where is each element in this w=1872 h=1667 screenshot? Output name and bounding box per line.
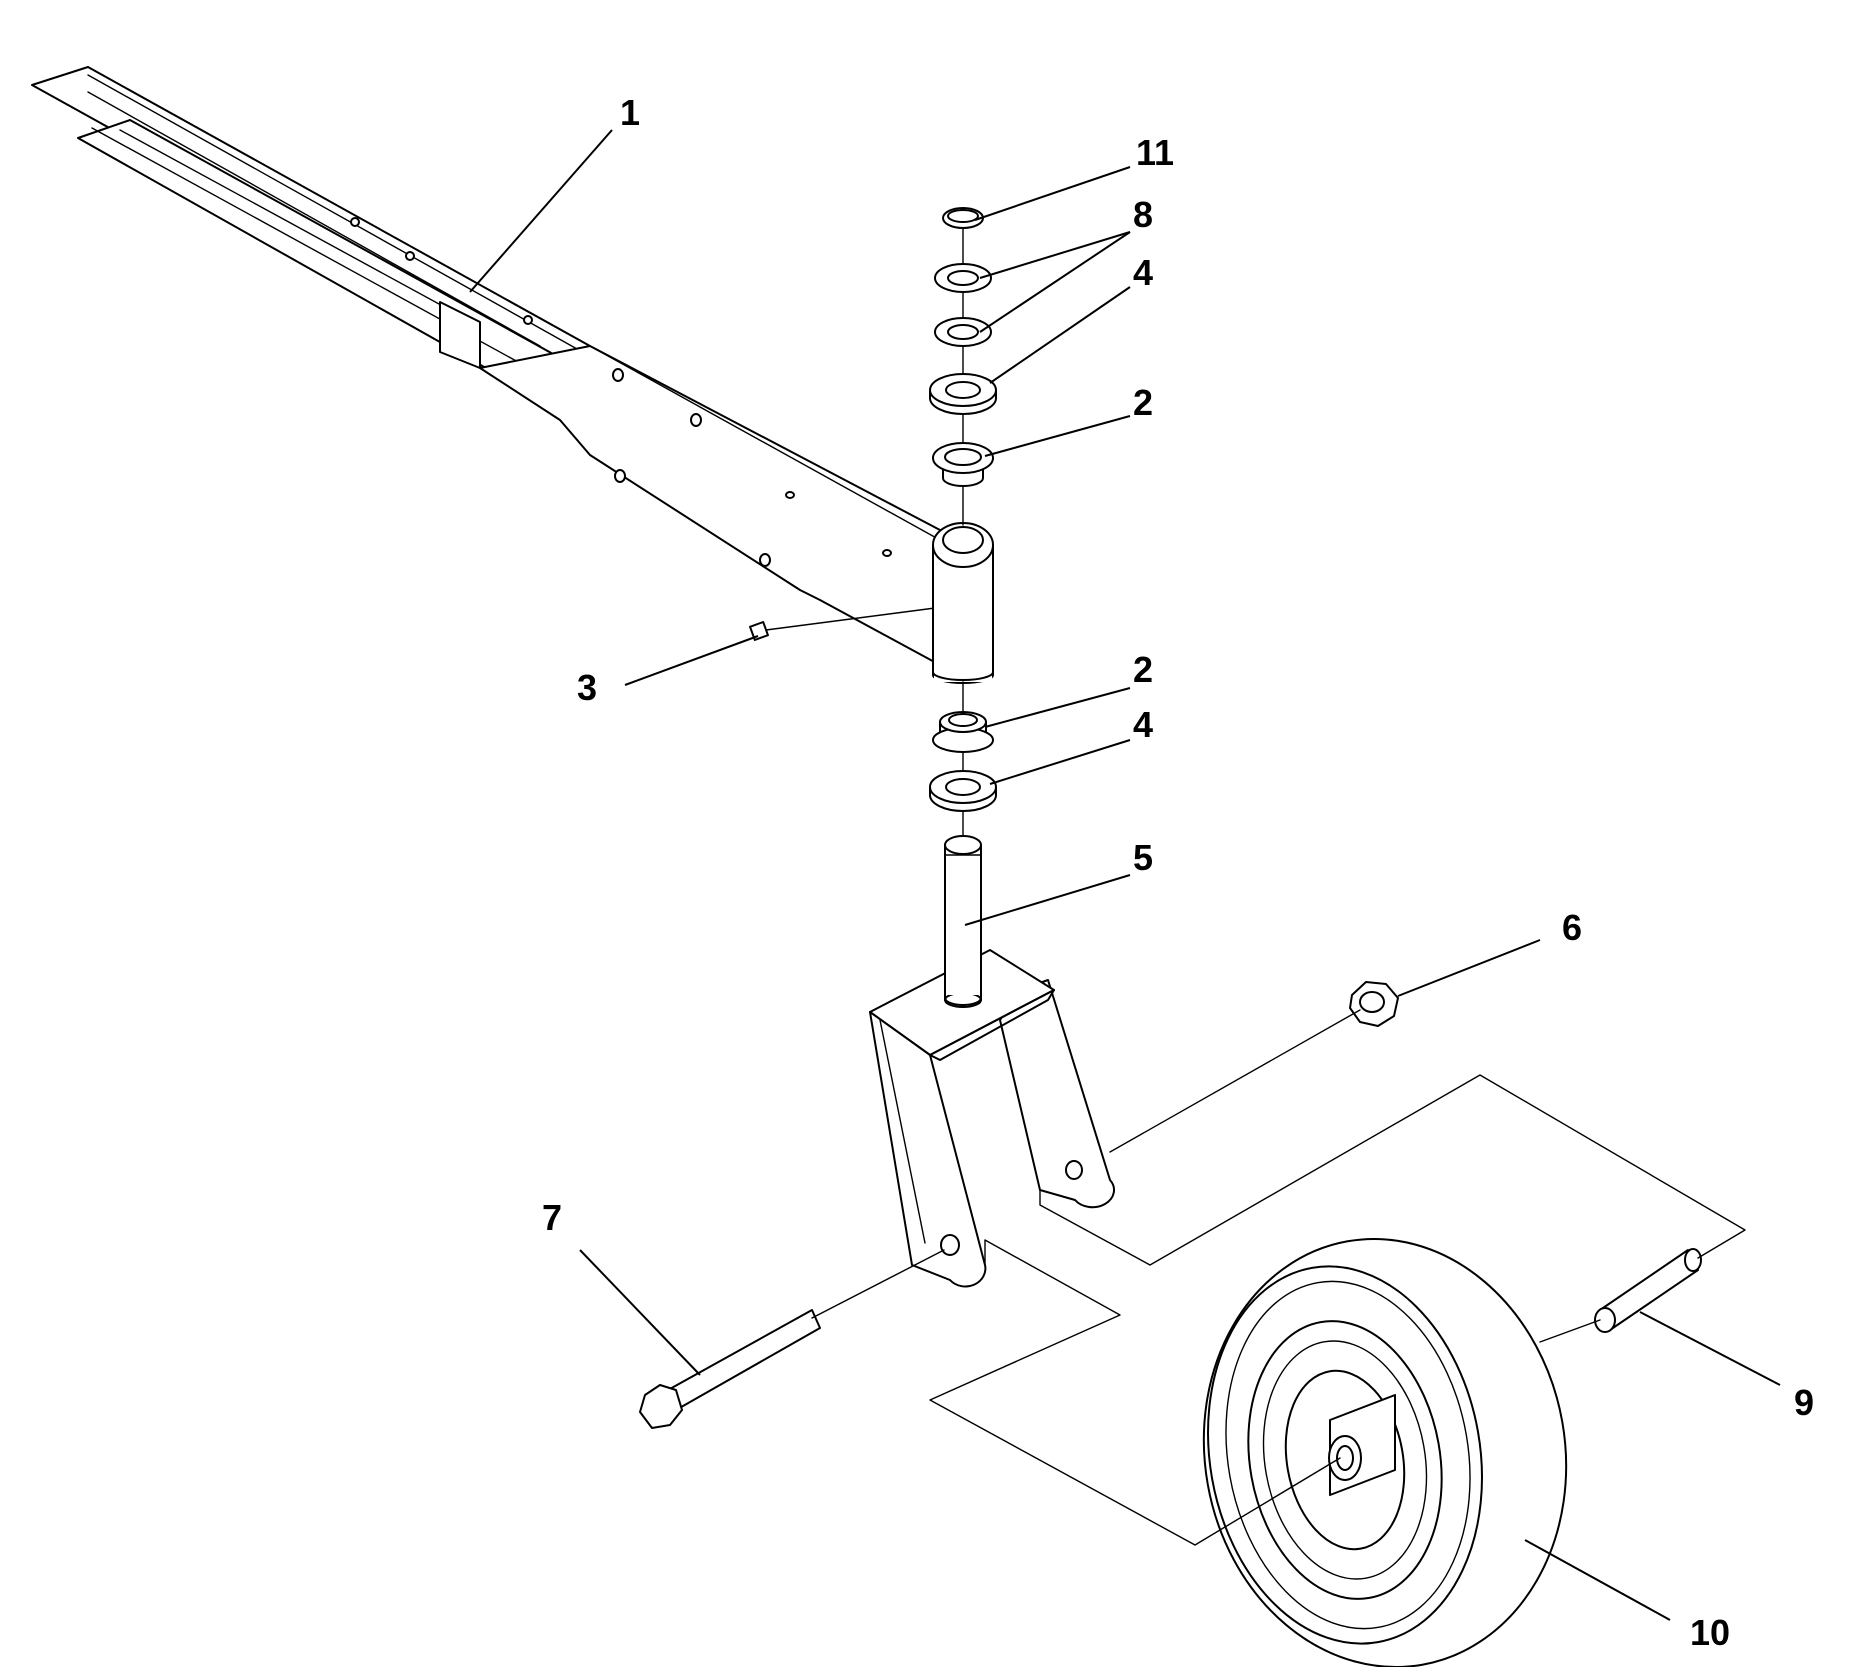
spindle-housing-tube xyxy=(932,522,994,684)
part-4-spacer-lower xyxy=(929,770,997,812)
callout-1: 1 xyxy=(620,92,640,133)
callout-labels: 1 11 8 4 2 3 2 4 5 6 7 9 10 xyxy=(542,92,1814,1653)
part-9-axle-tube xyxy=(1594,1248,1702,1333)
callout-4-upper: 4 xyxy=(1133,252,1153,293)
part-4-spacer-upper xyxy=(929,373,997,415)
callout-11: 11 xyxy=(1136,132,1174,173)
part-3-grease-fitting xyxy=(749,607,936,641)
callout-7: 7 xyxy=(542,1197,562,1238)
part-11-retaining-ring xyxy=(942,207,984,229)
part-10-wheel xyxy=(1202,1237,1568,1667)
part-8-washer-upper xyxy=(934,263,992,293)
callout-8: 8 xyxy=(1133,194,1153,235)
leader-lines xyxy=(469,129,1781,1621)
callout-2-lower: 2 xyxy=(1133,649,1153,690)
part-2-bushing-upper xyxy=(932,442,994,487)
callout-4-lower: 4 xyxy=(1133,704,1153,745)
callout-6: 6 xyxy=(1562,907,1582,948)
callout-5: 5 xyxy=(1133,837,1153,878)
assembly-reference-lines xyxy=(929,1074,1746,1546)
part-1-caster-arm xyxy=(31,66,941,666)
part-8-washer-lower xyxy=(934,317,992,347)
part-2-bushing-lower xyxy=(932,711,994,753)
callout-10: 10 xyxy=(1690,1612,1730,1653)
part-6-lock-nut xyxy=(1109,981,1399,1153)
part-7-bolt xyxy=(639,1249,945,1429)
callout-2-upper: 2 xyxy=(1133,382,1153,423)
part-5-caster-fork xyxy=(869,835,1115,1288)
callout-3: 3 xyxy=(577,667,597,708)
callout-9: 9 xyxy=(1794,1382,1814,1423)
